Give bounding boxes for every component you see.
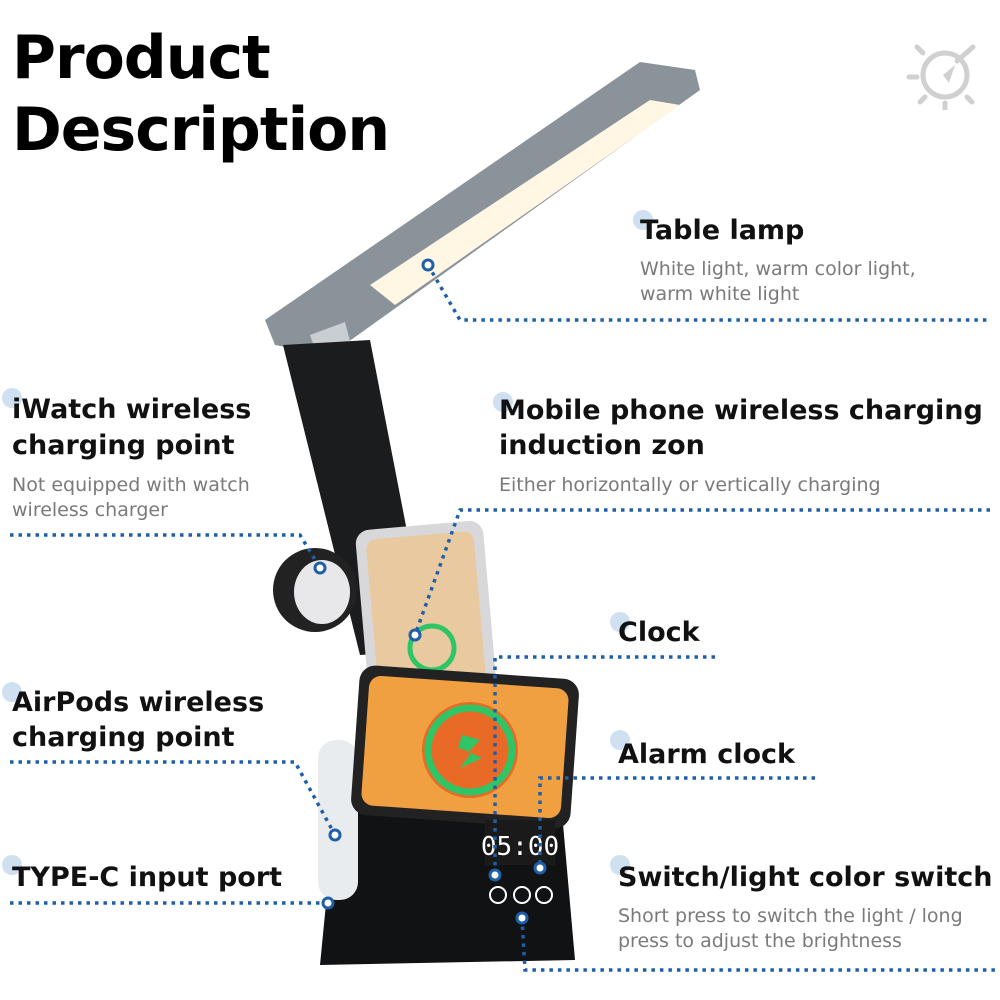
feature-desc: Short press to switch the light / long [618, 905, 963, 927]
feature-airpods: AirPods wireless [12, 687, 265, 718]
feature-alarm-clock: Alarm clock [618, 739, 795, 770]
feature-phone-line2: induction zon [499, 430, 705, 461]
feature-iwatch: iWatch wireless [12, 394, 252, 425]
feature-desc: Either horizontally or vertically chargi… [499, 474, 881, 496]
bullet-dot [2, 855, 22, 875]
bullet-dot [2, 388, 22, 408]
feature-iwatch-line2: charging point [12, 430, 235, 461]
alarm-icon [535, 886, 553, 904]
power-icon [513, 886, 531, 904]
feature-table-lamp: Table lamp [640, 215, 805, 246]
feature-desc: White light, warm color light, [640, 258, 916, 280]
bullet-dot [610, 730, 630, 750]
bullet-dot [610, 612, 630, 632]
feature-switch: Switch/light color switch [618, 862, 993, 893]
bullet-dot [2, 682, 22, 702]
feature-clock: Clock [618, 617, 700, 648]
feature-desc: press to adjust the brightness [618, 930, 902, 952]
feature-type-c-port: TYPE-C input port [12, 862, 283, 893]
feature-desc: Not equipped with watch [12, 474, 250, 496]
bullet-dot [633, 210, 653, 230]
lamp-light-bulb-icon [906, 44, 976, 110]
bullet-dot [610, 855, 630, 875]
page-title: Product Description [12, 23, 390, 165]
feature-desc: wireless charger [12, 499, 168, 521]
bullet-dot [493, 392, 513, 412]
feature-phone-charging: Mobile phone wireless charging [499, 395, 983, 426]
feature-airpods-line2: charging point [12, 722, 235, 753]
feature-desc: warm white light [640, 283, 800, 305]
